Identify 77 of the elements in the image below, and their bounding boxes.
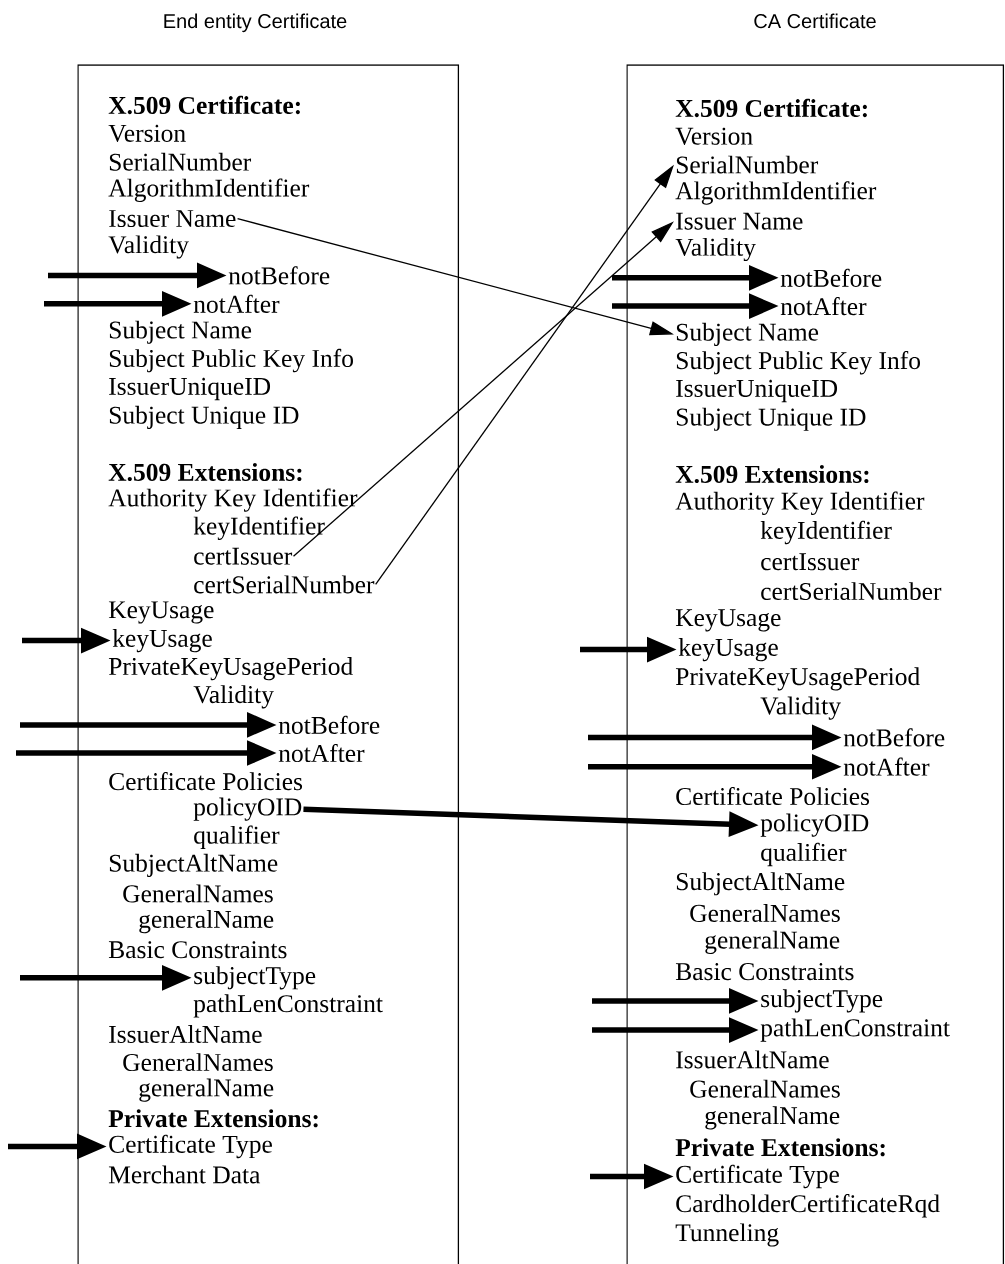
- field-label: PrivateKeyUsagePeriod: [108, 657, 353, 681]
- field-label: Certificate Policies: [109, 772, 303, 791]
- field-label: Tunneling: [675, 1223, 779, 1247]
- field-label: Issuer Name: [109, 210, 236, 228]
- field-label: Subject Unique ID: [676, 407, 866, 431]
- field-label: KeyUsage: [675, 609, 781, 632]
- field-label: Merchant Data: [108, 1165, 261, 1184]
- field-label: SubjectAltName: [109, 853, 278, 877]
- field-label: subjectType: [194, 966, 316, 990]
- field-label: Subject Name: [109, 320, 252, 344]
- field-label: KeyUsage: [108, 601, 214, 624]
- field-label: CardholderCertificateRqd: [676, 1194, 940, 1218]
- field-label: Issuer Name: [676, 212, 803, 230]
- field-label: Validity: [675, 237, 756, 262]
- section-heading: X.509 Extensions:: [108, 463, 302, 482]
- field-label: Version: [675, 127, 753, 145]
- field-label: Validity: [193, 685, 274, 709]
- field-label: AlgorithmIdentifier: [675, 181, 877, 205]
- field-label: qualifier: [194, 825, 280, 849]
- field-label: Validity: [760, 696, 841, 720]
- field-label: notBefore: [228, 266, 330, 285]
- field-label: notAfter: [780, 297, 867, 316]
- field-label: notBefore: [780, 268, 882, 287]
- field-label: pathLenConstraint: [193, 994, 383, 1018]
- field-label: policyOID: [760, 813, 869, 837]
- field-label: certIssuer: [194, 547, 293, 565]
- field-label: SubjectAltName: [676, 872, 845, 896]
- field-label: GeneralNames: [690, 1079, 840, 1098]
- field-label: SerialNumber: [109, 152, 252, 171]
- field-label: keyIdentifier: [193, 516, 325, 540]
- field-label: pathLenConstraint: [760, 1018, 950, 1042]
- field-label: generalName: [139, 1078, 274, 1102]
- field-label: Validity: [108, 235, 189, 259]
- field-label: keyUsage: [678, 638, 778, 662]
- field-label: GeneralNames: [690, 904, 840, 922]
- section-heading: X.509 Certificate:: [108, 95, 300, 115]
- section-heading: X.509 Extensions:: [675, 465, 869, 484]
- field-label: IssuerAltName: [109, 1025, 262, 1043]
- field-label: Subject Unique ID: [109, 405, 299, 429]
- field-label: SerialNumber: [676, 155, 819, 174]
- section-heading: Private Extensions:: [675, 1138, 885, 1157]
- field-label: Subject Name: [676, 322, 819, 346]
- field-label: generalName: [705, 930, 840, 954]
- field-label: notBefore: [843, 728, 945, 747]
- field-label: Certificate Policies: [676, 786, 870, 806]
- field-label: notBefore: [278, 715, 380, 734]
- field-label: Version: [108, 124, 186, 143]
- field-label: notAfter: [278, 743, 365, 763]
- field-label: Certificate Type: [676, 1164, 839, 1189]
- field-label: subjectType: [761, 989, 883, 1013]
- field-label: generalName: [139, 910, 274, 934]
- field-label: Authority Key Identifier: [108, 488, 358, 512]
- field-label: notAfter: [843, 757, 930, 776]
- field-label: AlgorithmIdentifier: [108, 178, 310, 202]
- field-label: generalName: [705, 1106, 840, 1130]
- field-label: certSerialNumber: [761, 582, 942, 601]
- field-label: qualifier: [761, 842, 847, 867]
- field-label: IssuerUniqueID: [109, 377, 271, 401]
- field-label: keyUsage: [112, 629, 212, 653]
- field-label: Certificate Type: [109, 1134, 272, 1159]
- field-label: Subject Public Key Info: [109, 348, 353, 373]
- field-label: certIssuer: [761, 553, 860, 571]
- field-label: Subject Public Key Info: [676, 350, 920, 375]
- field-label: IssuerAltName: [676, 1050, 829, 1069]
- field-label: IssuerUniqueID: [676, 379, 838, 403]
- field-label: PrivateKeyUsagePeriod: [675, 667, 920, 691]
- field-label: Basic Constraints: [675, 963, 854, 981]
- field-label: Authority Key Identifier: [675, 491, 925, 516]
- field-label: notAfter: [193, 294, 280, 313]
- field-label: Basic Constraints: [108, 941, 287, 959]
- field-label: certSerialNumber: [194, 575, 375, 594]
- field-label: GeneralNames: [123, 1053, 273, 1072]
- field-label: policyOID: [193, 797, 302, 821]
- section-heading: X.509 Certificate:: [675, 98, 867, 118]
- section-heading: Private Extensions:: [108, 1109, 318, 1128]
- field-label: keyIdentifier: [760, 520, 892, 545]
- field-label: GeneralNames: [123, 884, 273, 903]
